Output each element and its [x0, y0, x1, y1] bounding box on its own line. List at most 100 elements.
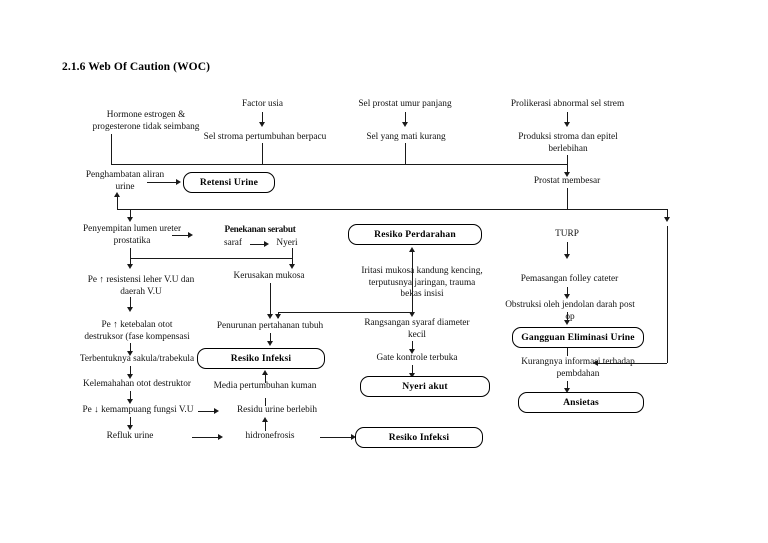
node-penurunan-pertahanan: Penurunan pertahanan tubuh	[216, 321, 324, 331]
arrow-kemampuang-to-residu	[214, 408, 219, 414]
arrow-turp-down	[564, 254, 570, 259]
line-kerusakan-down	[270, 283, 271, 316]
node-media-pertumbuhan: Media pertumbuhan kuman	[213, 381, 317, 391]
node-turp: TURP	[555, 229, 579, 239]
line-penyempitan-stem	[130, 248, 131, 258]
line-factor-usia-down	[262, 112, 263, 123]
line-split-left-down	[130, 258, 131, 266]
node-refluk-urine: Refluk urine	[106, 431, 154, 441]
arrow-factor-usia-down	[259, 122, 265, 127]
node-pe-resistensi: Pe ↑ resistensi leher V.U dan daerah V.U	[87, 275, 195, 297]
line-kurangnya-down	[567, 381, 568, 390]
node-pe-kemampuang: Pe ↓ kemampuang fungsi V.U	[82, 405, 194, 415]
node-rangsangan-syaraf: Rangsangan syaraf diameter kecil	[364, 318, 470, 340]
box-resiko-infeksi-mid[interactable]: Resiko Infeksi	[197, 348, 325, 369]
arrow-kerusakan-down	[267, 314, 273, 319]
line-sakula-down	[130, 366, 131, 376]
bus-penyempitan-split	[130, 258, 292, 259]
arrow-penurunan-down	[267, 341, 273, 346]
line-selmati-stem	[405, 143, 406, 164]
line-pe-resistensi-down	[130, 297, 131, 309]
box-retensi-urine[interactable]: Retensi Urine	[183, 172, 275, 193]
arrow-penyempitan-to-penekanan	[188, 232, 193, 238]
arrow-kurangnya-down	[564, 388, 570, 393]
line-refluk-to-hidronefrosis	[192, 437, 220, 438]
box-gangguan-eliminasi[interactable]: Gangguan Eliminasi Urine	[512, 327, 644, 348]
arrow-bus-to-penyempitan	[127, 217, 133, 222]
box-nyeri-akut[interactable]: Nyeri akut	[360, 376, 490, 397]
node-terbentuknya-sakula: Terbentuknya sakula/trabekula	[79, 354, 195, 364]
arrow-folley-down	[564, 294, 570, 299]
bus-prostat-distribute	[117, 209, 667, 210]
arrow-sakula-down	[127, 374, 133, 379]
line-produksi-stem	[567, 155, 568, 164]
line-kelemahahan-down	[130, 391, 131, 401]
arrow-bus-to-turp	[664, 217, 670, 222]
line-media-up	[265, 375, 266, 383]
arrow-media-up	[262, 370, 268, 375]
node-gate-kontrole: Gate kontrole terbuka	[376, 353, 458, 363]
line-kemampuang-down	[130, 417, 131, 428]
arrow-kemampuang-down	[127, 425, 133, 430]
line-obstruksi-down	[567, 312, 568, 322]
arrow-split-right-down	[289, 264, 295, 269]
line-hidronefrosis-to-resiko	[320, 437, 353, 438]
line-bus-to-turp	[667, 209, 668, 219]
arrow-prolikerasi-down	[564, 122, 570, 127]
node-sel-stroma: Sel stroma pertumbuhan berpacu	[203, 132, 327, 142]
node-penyempitan-lumen: Penyempitan lumen ureter prostatika	[82, 224, 182, 246]
arrow-sel-prostat-down	[402, 122, 408, 127]
arrow-bus-to-prostat	[564, 172, 570, 177]
node-sel-prostat-umur: Sel prostat umur panjang	[358, 99, 452, 109]
arrow-hidronefrosis-up	[262, 417, 268, 422]
node-penekanan-serabut: Penekanan serabut	[224, 225, 296, 235]
line-ketebalan-down	[130, 343, 131, 353]
line-penghambatan-to-retensi	[147, 182, 177, 183]
bus-iritasi-left	[278, 312, 412, 313]
node-kurangnya-informasi: Kurangnya informasi terhadap pembdahan	[521, 357, 635, 379]
arrow-saraf-to-nyeri	[264, 241, 269, 247]
page-title: 2.1.6 Web Of Caution (WOC)	[62, 61, 211, 73]
line-kemampuang-to-residu	[198, 411, 216, 412]
node-residu-urine: Residu urine berlebih	[236, 405, 318, 415]
line-selstroma-stem	[262, 143, 263, 164]
box-resiko-infeksi-bottom[interactable]: Resiko Infeksi	[355, 427, 483, 448]
node-prolikerasi: Prolikerasi abnormal sel strem	[510, 99, 625, 109]
line-penurunan-down	[270, 333, 271, 343]
arrow-hidronefrosis-to-resiko	[351, 434, 356, 440]
line-turp-feedback-horizontal	[598, 363, 667, 364]
node-sel-mati-kurang: Sel yang mati kurang	[366, 132, 446, 142]
arrow-obstruksi-down	[564, 320, 570, 325]
arrow-kelemahahan-down	[127, 399, 133, 404]
line-bus-to-penghambatan	[117, 196, 118, 209]
arrow-iritasi-to-rangsangan	[409, 312, 415, 317]
line-iritasi-to-rangsangan	[412, 298, 413, 314]
arrow-split-left-down	[127, 264, 133, 269]
line-gate-down	[412, 365, 413, 375]
line-penyempitan-to-penekanan	[172, 235, 190, 236]
line-bus-to-penyempitan	[130, 209, 131, 219]
line-hidronefrosis-up	[265, 422, 266, 431]
node-hidronefrosis: hidronefrosis	[245, 431, 295, 441]
node-produksi-stroma: Produksi stroma dan epitel berlebihan	[518, 132, 618, 154]
arrow-to-resiko-perdarahan	[409, 247, 415, 252]
box-resiko-perdarahan[interactable]: Resiko Perdarahan	[348, 224, 482, 245]
line-to-resiko-perdarahan	[412, 252, 413, 312]
arrow-penghambatan-to-retensi	[176, 179, 181, 185]
node-factor-usia: Factor usia	[241, 99, 284, 109]
line-folley-down	[567, 287, 568, 296]
node-kerusakan-mukosa: Kerusakan mukosa	[233, 271, 305, 281]
line-prolikerasi-down	[567, 112, 568, 123]
line-hormone-stem	[111, 134, 112, 164]
arrow-rangsangan-down	[409, 349, 415, 354]
arrow-gate-down	[409, 373, 415, 378]
node-pe-ketebalan: Pe ↑ ketebalan otot destruksor (fase kom…	[84, 320, 190, 342]
node-kelemahahan-otot: Kelemahahan otot destruktor	[83, 379, 191, 389]
node-obstruksi-jendolan: Obstruksi oleh jendolan darah post op	[505, 300, 635, 322]
arrow-ketebalan-down	[127, 351, 133, 356]
box-ansietas[interactable]: Ansietas	[518, 392, 644, 413]
line-bus-to-prostat	[567, 164, 568, 174]
line-saraf-to-nyeri	[250, 244, 266, 245]
line-split-right-down	[292, 248, 293, 266]
